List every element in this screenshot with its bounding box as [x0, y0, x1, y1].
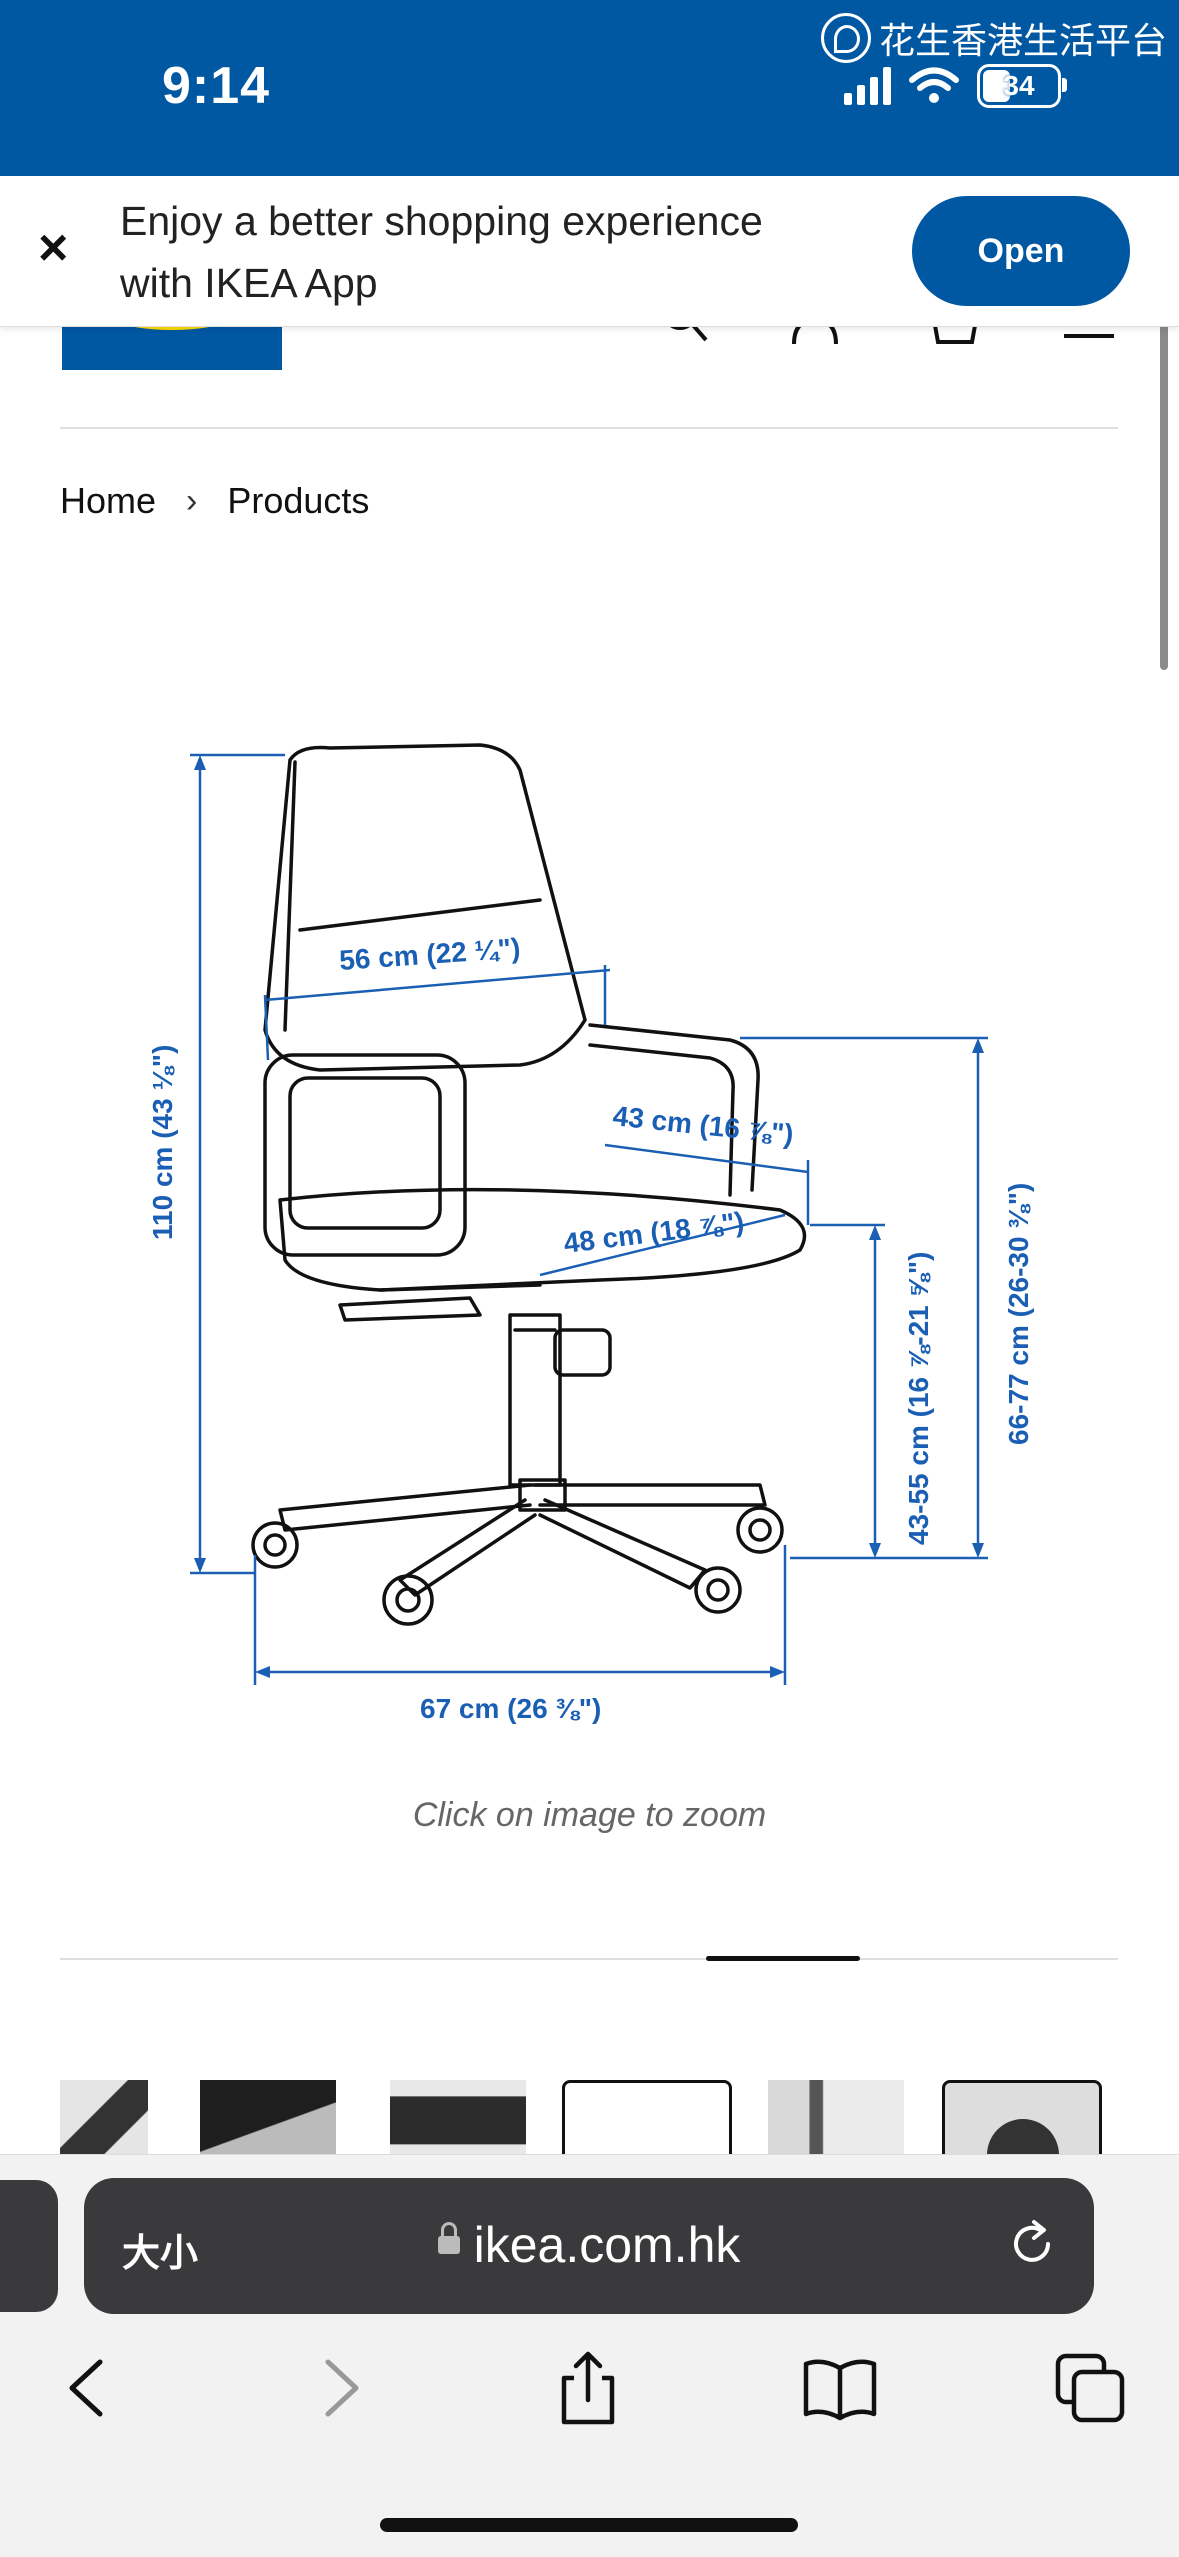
product-dimension-image[interactable]: 56 cm (22 ¼") 43 cm (16 ⅞") 48 cm (18 ⅞"…: [100, 700, 1080, 1750]
watermark-text: 花生香港生活平台: [878, 21, 1167, 62]
watermark: 花生香港生活平台: [820, 12, 1167, 64]
video-thumbnail[interactable]: [942, 2080, 1102, 2154]
dimension-labels: 56 cm (22 ¼") 43 cm (16 ⅞") 48 cm (18 ⅞"…: [147, 932, 1034, 1724]
bookmarks-icon[interactable]: [800, 2348, 880, 2428]
reload-icon[interactable]: [1004, 2216, 1060, 2272]
address-bar[interactable]: 大小 ikea.com.hk: [84, 2178, 1094, 2314]
back-icon[interactable]: [48, 2348, 128, 2428]
url-text: ikea.com.hk: [473, 2217, 741, 2273]
tabs-icon[interactable]: [1050, 2348, 1130, 2428]
open-app-button[interactable]: Open: [912, 196, 1130, 306]
status-icons: 34: [844, 64, 1067, 108]
play-icon: [987, 2119, 1059, 2154]
gallery-divider: [60, 1958, 1118, 1960]
menu-icon[interactable]: [1064, 300, 1114, 346]
cellular-signal-icon: [844, 67, 891, 105]
dimension-lines: [190, 753, 988, 1685]
home-indicator: [380, 2518, 798, 2532]
status-time: 9:14: [162, 57, 271, 115]
total-height-label: 110 cm (43 ⅛"): [147, 1045, 178, 1240]
thumbnail[interactable]: [390, 2080, 526, 2154]
status-bar: 9:14 花生香港生活平台 34: [0, 0, 1179, 176]
breadcrumb-products[interactable]: Products: [227, 480, 370, 521]
thumbnail[interactable]: [200, 2080, 336, 2154]
seat-depth-label: 43 cm (16 ⅞"): [611, 1100, 795, 1150]
previous-tab-preview[interactable]: [0, 2180, 58, 2312]
chevron-right-icon: ›: [186, 481, 198, 520]
gallery-scroll-indicator: [706, 1956, 860, 1961]
breadcrumb: Home › Products: [60, 480, 369, 522]
wifi-icon: [909, 67, 959, 103]
close-icon[interactable]: ×: [38, 219, 69, 277]
page-scrollbar[interactable]: [1160, 230, 1168, 670]
armrest-height-label: 66-77 cm (26-30 ⅜"): [1003, 1183, 1034, 1445]
banner-message: Enjoy a better shopping experience with …: [120, 198, 763, 306]
backrest-width-label: 56 cm (22 ¼"): [338, 932, 521, 976]
breadcrumb-home[interactable]: Home: [60, 480, 157, 521]
seat-height-label: 43-55 cm (16 ⅞-21 ⅝"): [903, 1252, 934, 1545]
battery-level: 34: [1003, 70, 1035, 101]
thumbnail[interactable]: [768, 2080, 904, 2154]
text-size-button[interactable]: 大小: [122, 2233, 199, 2275]
lock-icon: [437, 2221, 460, 2254]
zoom-hint: Click on image to zoom: [412, 1796, 767, 1834]
base-width-label: 67 cm (26 ⅜"): [420, 1693, 601, 1724]
watermark-logo-icon: [820, 13, 871, 63]
battery-icon: 34: [977, 64, 1067, 108]
thumbnail-selected[interactable]: [562, 2080, 732, 2154]
url-display[interactable]: ikea.com.hk: [84, 2216, 1094, 2274]
cart-icon[interactable]: [930, 300, 980, 346]
app-banner: × Enjoy a better shopping experience wit…: [0, 176, 1179, 327]
share-icon[interactable]: [548, 2348, 628, 2428]
forward-icon[interactable]: [300, 2348, 380, 2428]
thumbnail[interactable]: [60, 2080, 148, 2154]
header-divider: [60, 427, 1118, 429]
image-thumbnails: [60, 2080, 1179, 2154]
seat-width-label: 48 cm (18 ⅞"): [562, 1206, 746, 1259]
dimension-arrowheads: [194, 755, 984, 1678]
chair-drawing: [251, 743, 807, 1626]
